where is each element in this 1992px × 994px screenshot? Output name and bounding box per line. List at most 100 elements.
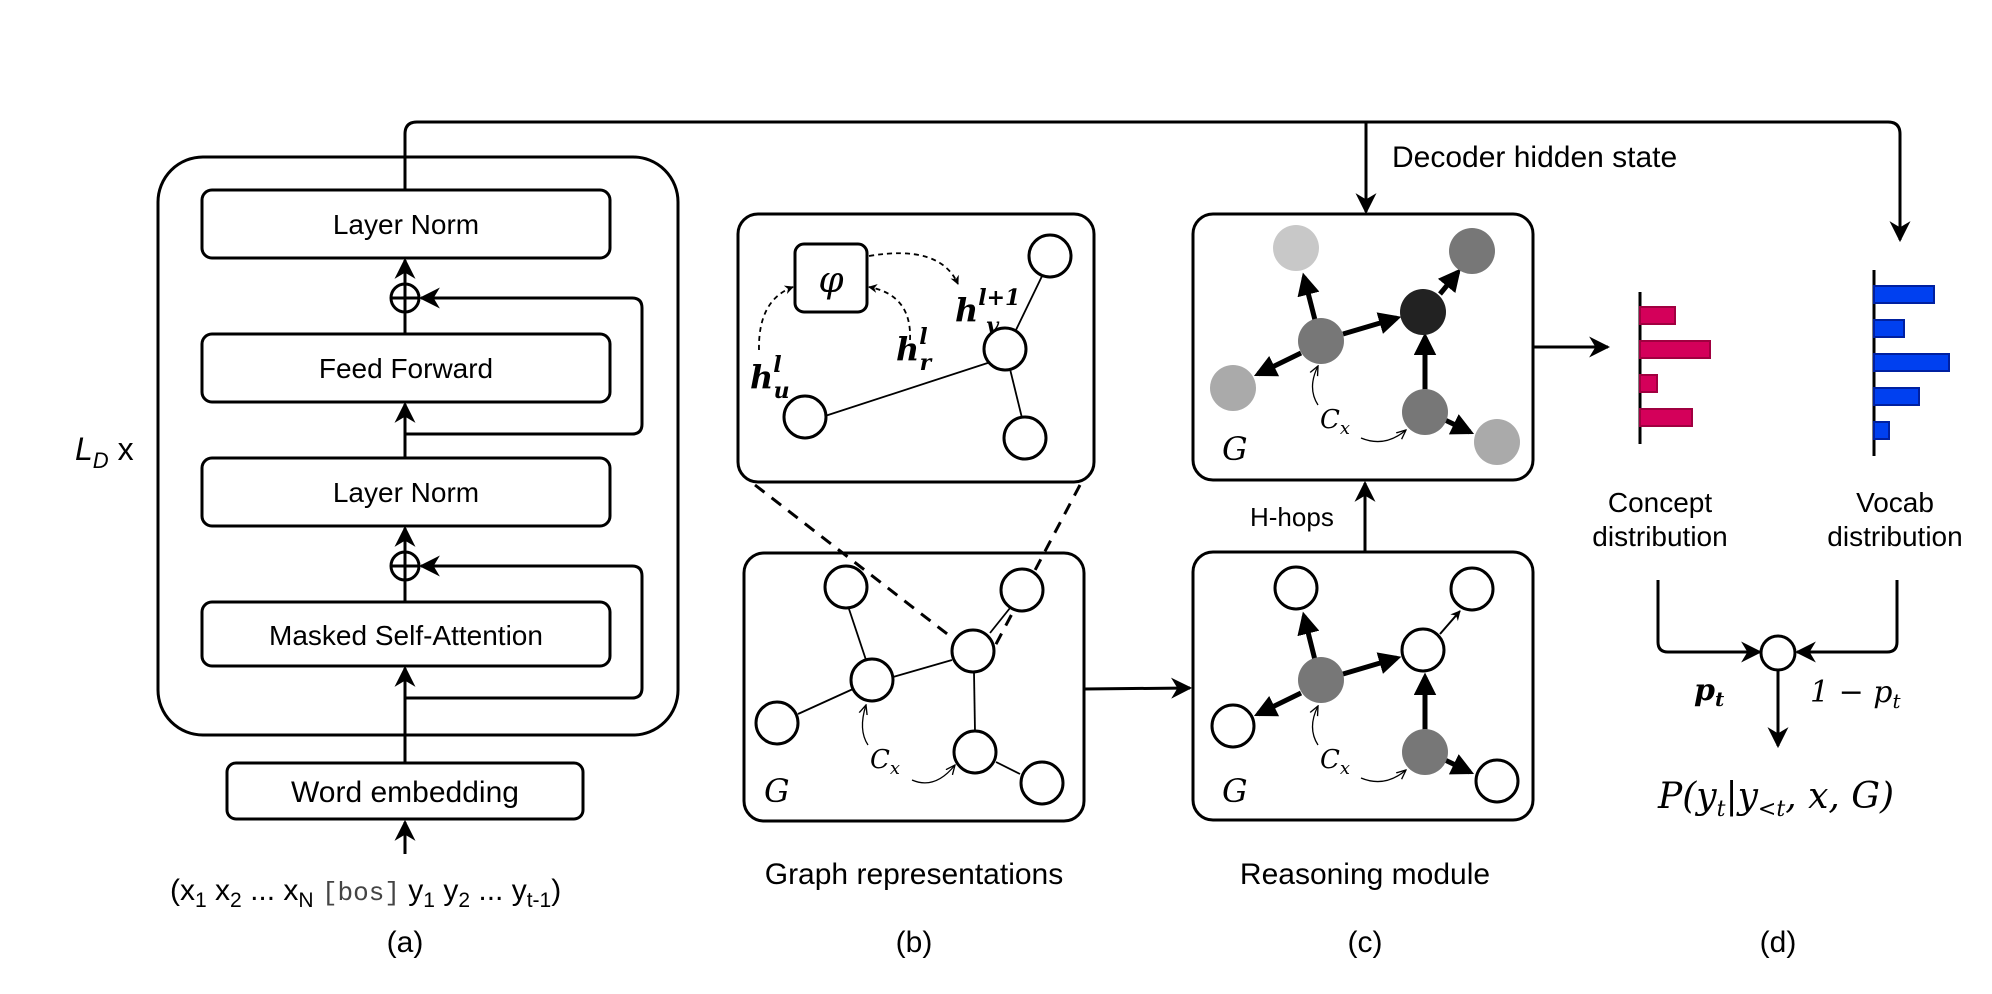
vocab-distribution-label-2: distribution — [1827, 521, 1962, 552]
residual-add-icon — [389, 550, 421, 582]
concept-node — [1400, 627, 1446, 673]
reasoning-edge — [1253, 690, 1303, 717]
cx-pointer — [1360, 430, 1406, 443]
concept-node-mid-light — [1474, 419, 1520, 465]
mixing-gate — [1759, 634, 1797, 672]
residual-path-upper — [405, 287, 644, 436]
graph-edge — [989, 607, 1011, 634]
inset-edge — [1014, 271, 1045, 333]
graph-node — [952, 729, 998, 775]
residual-add-icon — [389, 282, 421, 314]
graph-g-label-bottom: G — [1222, 772, 1248, 810]
inset-edge — [1009, 368, 1023, 419]
graph-g-label: G — [764, 772, 790, 810]
layer-norm-bottom-label: Layer Norm — [333, 477, 479, 508]
graph-g-label-top: G — [1222, 430, 1248, 468]
message-arrow-u — [758, 285, 794, 351]
cx-label: Cx — [1320, 745, 1350, 779]
inset-edge — [824, 357, 1004, 417]
p-t-label: pt — [1694, 673, 1725, 711]
caption-c: (c) — [1348, 926, 1383, 959]
feed-forward-label: Feed Forward — [319, 353, 493, 384]
message-arrow-v — [868, 252, 959, 285]
vocab-bar — [1873, 353, 1950, 372]
one-minus-p-t-label: 1 − pt — [1810, 675, 1902, 713]
cx-pointer — [1313, 366, 1319, 406]
reasoning-edge — [1439, 610, 1461, 635]
graph-node — [1019, 760, 1065, 806]
vocab-bar — [1873, 387, 1920, 406]
reasoning-graph-bottom-frame — [1191, 550, 1535, 822]
concept-bar — [1639, 306, 1676, 325]
concept-node-mid — [1298, 318, 1344, 364]
caption-a: (a) — [387, 926, 424, 959]
reasoning-edge — [1437, 268, 1461, 296]
concept-node — [1273, 565, 1319, 611]
reasoning-edge — [1443, 754, 1475, 775]
caption-b: (b) — [896, 926, 933, 959]
concept-distribution-label-2: distribution — [1592, 521, 1727, 552]
concept-node-mid — [1449, 228, 1495, 274]
concept-bar — [1639, 374, 1658, 393]
cx-pointer — [1313, 706, 1319, 746]
concept-mix-path — [1656, 580, 1763, 663]
reasoning-module-title: Reasoning module — [1240, 858, 1490, 891]
concept-bar — [1639, 340, 1711, 359]
input-sequence: (x1 x2 ... xN [bos] y1 y2 ... yt-1) — [170, 874, 561, 912]
concept-node-mid — [1298, 657, 1344, 703]
zoom-guide-right — [993, 484, 1082, 647]
phi-symbol: φ — [818, 260, 844, 301]
vocab-distribution-bars — [1873, 285, 1950, 440]
graph-representations-title: Graph representations — [765, 858, 1064, 891]
cx-label: Cx — [870, 745, 900, 779]
cx-pointer — [1360, 770, 1406, 783]
concept-distribution-label: Concept — [1608, 487, 1713, 518]
reasoning-edge — [1342, 312, 1402, 337]
layer-norm-top-label: Layer Norm — [333, 209, 479, 240]
cx-label: Cx — [1320, 405, 1350, 439]
graph-node — [823, 564, 869, 610]
concept-node-mid — [1402, 389, 1448, 435]
output-probability-formula: P(yt|y<t, x, G) — [1657, 776, 1894, 822]
residual-path-lower — [405, 555, 644, 700]
masked-self-attention-label: Masked Self-Attention — [269, 620, 543, 651]
reasoning-edge — [1297, 272, 1320, 321]
word-embedding-label: Word embedding — [291, 776, 519, 809]
graph-node — [849, 657, 895, 703]
concept-bar — [1639, 408, 1693, 427]
message-arrow-r — [868, 284, 911, 341]
cx-pointer — [911, 765, 955, 784]
panel-d-output: Concept distribution Vocab distribution … — [1592, 270, 1963, 959]
concept-distribution-bars — [1639, 306, 1711, 427]
graph-to-reasoning-arrow — [1083, 677, 1193, 699]
graph-node — [982, 326, 1028, 372]
reasoning-edge — [1443, 414, 1475, 435]
repeat-label: LD x — [75, 431, 134, 473]
cx-pointer — [862, 705, 869, 746]
vocab-bar — [1873, 285, 1935, 304]
hops-label: H-hops — [1250, 502, 1334, 532]
phi-function-box — [793, 242, 869, 314]
graph-edge — [797, 688, 854, 715]
concept-node — [1474, 758, 1520, 804]
reasoning-edge — [1297, 611, 1320, 661]
concept-node — [1449, 566, 1495, 612]
graph-node — [782, 394, 828, 440]
reasoning-edge — [1253, 350, 1303, 377]
graph-node — [754, 700, 800, 746]
concept-node-mid-light — [1210, 365, 1256, 411]
graph-edge — [973, 671, 976, 733]
panel-c-reasoning: Cx G H-hops Cx G Reasoning module (c) — [1191, 212, 1535, 959]
panel-a-decoder: LD x Layer Norm Feed Forward Layer Norm … — [75, 155, 680, 959]
decoder-stack-frame — [156, 155, 680, 737]
caption-d: (d) — [1760, 926, 1797, 959]
graph-node — [999, 567, 1045, 613]
vocab-distribution-label: Vocab — [1856, 487, 1934, 518]
zoom-guide-left — [754, 483, 956, 642]
vocab-bar — [1873, 421, 1890, 440]
graph-node — [1027, 233, 1073, 279]
